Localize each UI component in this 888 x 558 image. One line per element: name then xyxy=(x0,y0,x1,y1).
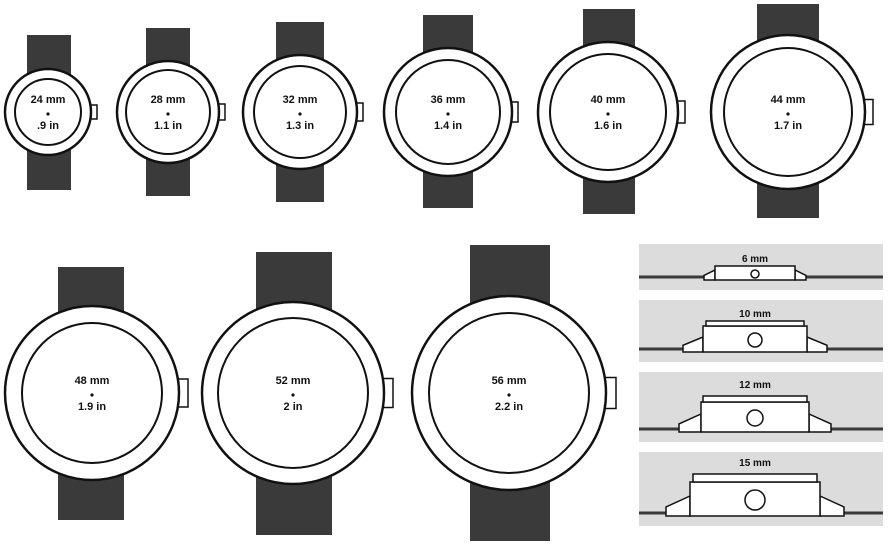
case-crystal xyxy=(705,320,805,327)
watch-size-mm: 56 mm xyxy=(492,375,527,387)
watch-1: 24 mm .9 in xyxy=(3,35,98,190)
watch-dial xyxy=(125,69,211,155)
watch-dial xyxy=(14,78,82,146)
watch-size-mm: 52 mm xyxy=(276,375,311,387)
case-crystal xyxy=(702,395,808,403)
watch-size-mm: 28 mm xyxy=(151,94,186,106)
case-thickness-panel-2: 10 mm xyxy=(639,300,883,362)
watch-size-in: 1.4 in xyxy=(434,120,462,132)
watch-center-dot xyxy=(446,112,450,116)
watch-dial xyxy=(21,322,163,464)
watch-size-mm: 40 mm xyxy=(591,94,626,106)
watch-size-in: 1.1 in xyxy=(154,120,182,132)
watch-size-mm: 44 mm xyxy=(771,94,806,106)
watch-center-dot xyxy=(298,112,302,116)
watch-size-mm: 32 mm xyxy=(283,94,318,106)
thickness-label: 10 mm xyxy=(739,309,771,320)
watch-center-dot xyxy=(786,112,790,116)
watch-size-in: 1.3 in xyxy=(286,120,314,132)
watch-8: 52 mm 2 in xyxy=(200,252,394,535)
watch-center-dot xyxy=(166,112,170,116)
watch-size-mm: 24 mm xyxy=(31,94,66,106)
watch-2: 28 mm 1.1 in xyxy=(115,28,226,196)
watch-3: 32 mm 1.3 in xyxy=(241,22,364,202)
watch-size-in: 1.6 in xyxy=(594,120,622,132)
watch-center-dot xyxy=(90,393,94,397)
watch-4: 36 mm 1.4 in xyxy=(382,15,519,208)
watch-dial xyxy=(253,65,347,159)
watch-dial xyxy=(723,47,853,177)
watch-center-dot xyxy=(291,393,295,397)
watch-size-in: 2 in xyxy=(284,401,303,413)
watch-size-in: 2.2 in xyxy=(495,401,523,413)
watch-7: 48 mm 1.9 in xyxy=(3,267,189,520)
watch-dial xyxy=(217,317,369,469)
watch-5: 40 mm 1.6 in xyxy=(536,9,686,214)
watch-size-in: 1.9 in xyxy=(78,401,106,413)
watch-size-mm: 48 mm xyxy=(75,375,110,387)
case-crystal xyxy=(692,473,818,483)
watch-6: 44 mm 1.7 in xyxy=(709,4,874,218)
watch-size-mm: 36 mm xyxy=(431,94,466,106)
case-thickness-panel-1: 6 mm xyxy=(639,244,883,290)
watch-dial xyxy=(395,59,501,165)
watch-size-in: .9 in xyxy=(37,120,59,132)
watch-center-dot xyxy=(507,393,511,397)
case-crown-circle xyxy=(746,409,764,427)
thickness-label: 6 mm xyxy=(742,254,768,265)
thickness-label: 15 mm xyxy=(739,458,771,469)
watch-size-in: 1.7 in xyxy=(774,120,802,132)
case-thickness-panel-4: 15 mm xyxy=(639,452,883,526)
watch-9: 56 mm 2.2 in xyxy=(410,245,617,541)
case-crown-circle xyxy=(747,332,763,348)
watch-dial xyxy=(428,312,590,474)
watch-dial xyxy=(549,53,667,171)
case-thickness-panel-3: 12 mm xyxy=(639,372,883,442)
case-crown-circle xyxy=(750,269,760,279)
watch-center-dot xyxy=(46,112,50,116)
thickness-label: 12 mm xyxy=(739,380,771,391)
watch-center-dot xyxy=(606,112,610,116)
case-crown-circle xyxy=(744,489,766,511)
